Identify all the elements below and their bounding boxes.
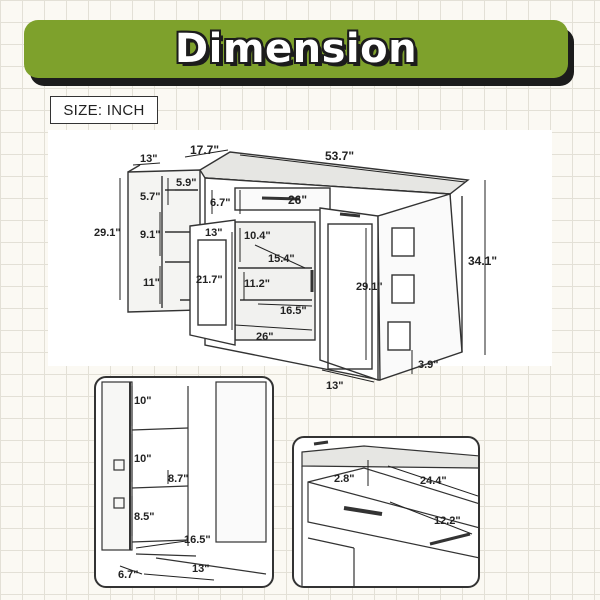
left-dim-front: 6.7" bbox=[118, 569, 139, 581]
unit-label-text: SIZE: INCH bbox=[63, 101, 145, 119]
dim-inner-depth: 13" bbox=[205, 227, 222, 239]
title-banner: Dimension bbox=[24, 20, 568, 78]
dim-side-top-open: 5.7" bbox=[140, 191, 161, 203]
left-dim-shelf-depth: 8.7" bbox=[168, 473, 189, 485]
dim-shelf-low-h: 11.2" bbox=[244, 278, 270, 290]
dim-side-low-open: 11" bbox=[143, 277, 160, 289]
dim-cab-width: 26" bbox=[256, 331, 273, 343]
dim-depth-top: 17.7" bbox=[190, 143, 219, 157]
left-detail-diagram: 10" 10" 8.7" 8.5" 16.5" 6.7" 13" bbox=[101, 381, 267, 581]
left-dim-low: 8.5" bbox=[134, 511, 155, 523]
left-dim-depth: 13" bbox=[192, 563, 209, 575]
dim-shelf-top-h: 10.4" bbox=[244, 230, 271, 242]
right-dim-drawer-depth: 12.2" bbox=[434, 515, 461, 527]
dim-side-depth: 13" bbox=[140, 153, 157, 165]
dim-width-top: 53.7" bbox=[325, 149, 354, 163]
unit-label: SIZE: INCH bbox=[50, 96, 158, 124]
dim-total-height: 34.1" bbox=[468, 254, 497, 268]
dim-side-top-width: 5.9" bbox=[176, 177, 197, 189]
left-dim-mid: 10" bbox=[134, 453, 151, 465]
dim-right-height: 29.1" bbox=[356, 281, 383, 293]
dim-right-depth: 13" bbox=[326, 380, 343, 392]
left-dim-width: 16.5" bbox=[184, 534, 211, 546]
left-dim-top: 10" bbox=[134, 395, 151, 407]
dim-shelf-low-w: 16.5" bbox=[280, 305, 307, 317]
right-dim-drawer-width: 24.4" bbox=[420, 475, 447, 487]
dim-side-height: 29.1" bbox=[94, 227, 121, 239]
dim-drawer-width: 26" bbox=[288, 193, 307, 207]
page-title: Dimension bbox=[174, 26, 418, 72]
right-detail-diagram: 2.8" 24.4" 12.2" bbox=[301, 440, 478, 586]
right-detail-panel: 2.8" 24.4" 12.2" bbox=[292, 436, 480, 588]
dim-drawer-height: 6.7" bbox=[210, 197, 231, 209]
dim-side-mid-open: 9.1" bbox=[140, 229, 161, 241]
left-detail-panel: 10" 10" 8.7" 8.5" 16.5" 6.7" 13" bbox=[94, 376, 274, 588]
dim-cab-height: 21.7" bbox=[196, 274, 223, 286]
right-dim-drawer-height: 2.8" bbox=[334, 473, 355, 485]
dim-rack-height: 3.9" bbox=[418, 359, 439, 371]
dim-shelf-w: 15.4" bbox=[268, 253, 295, 265]
